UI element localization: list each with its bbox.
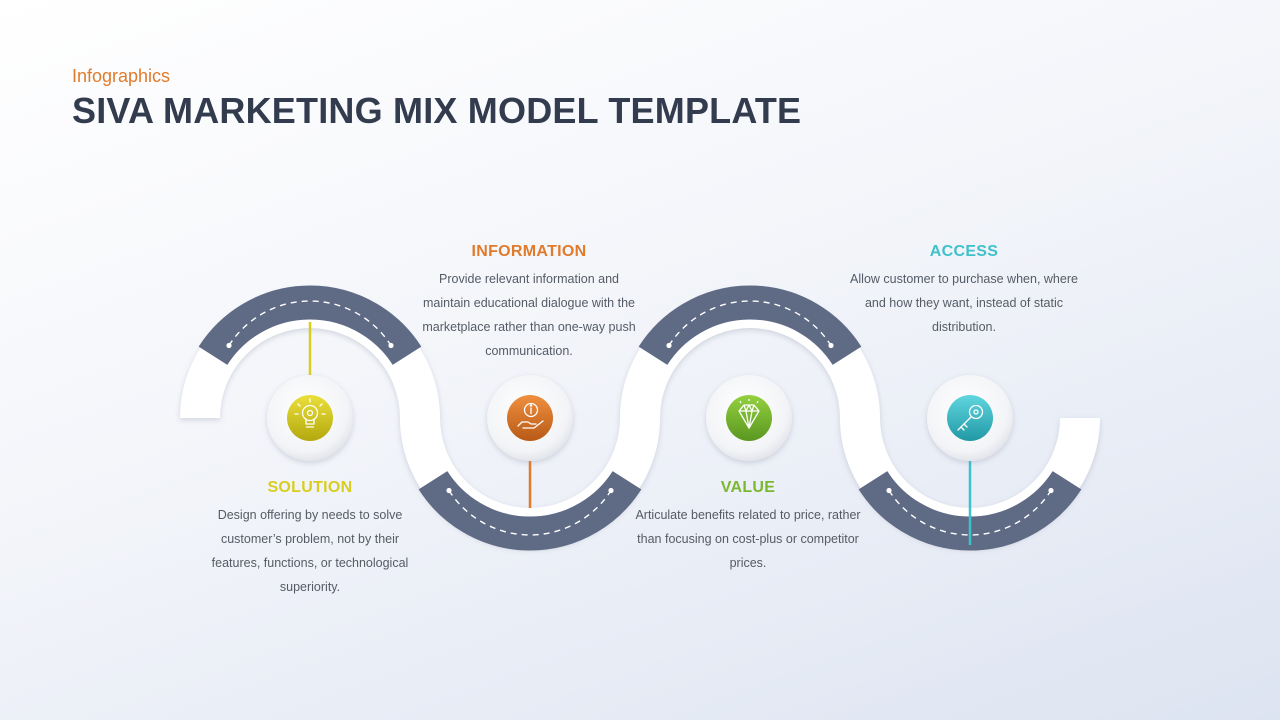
information-title: INFORMATION [471,243,587,260]
solution-description: Design offering by needs to solve custom… [211,508,409,594]
information-description: Provide relevant information and maintai… [422,272,636,358]
access-title: ACCESS [929,243,999,260]
info-hand-icon [517,402,544,429]
value-title: VALUE [720,479,776,496]
diamond-icon [738,399,760,429]
value-description: Articulate benefits related to price, ra… [635,508,861,570]
information-node [487,375,573,461]
solution-title: SOLUTION [267,479,353,496]
lightbulb-icon [294,398,326,428]
page-title: SIVA MARKETING MIX MODEL TEMPLATE [72,90,802,131]
key-icon [957,404,984,431]
solution-node [267,375,353,461]
access-node [927,375,1013,461]
band-solution [198,285,422,366]
access-description: Allow customer to purchase when, where a… [850,272,1078,334]
value-node [706,375,792,461]
value-block: VALUE Articulate benefits related to pri… [633,479,863,575]
subtitle: Infographics [72,66,171,86]
band-information [418,470,642,551]
solution-block: SOLUTION Design offering by needs to sol… [195,479,425,599]
band-value [638,285,862,366]
access-block: ACCESS Allow customer to purchase when, … [849,243,1079,339]
information-block: INFORMATION Provide relevant information… [414,243,644,363]
